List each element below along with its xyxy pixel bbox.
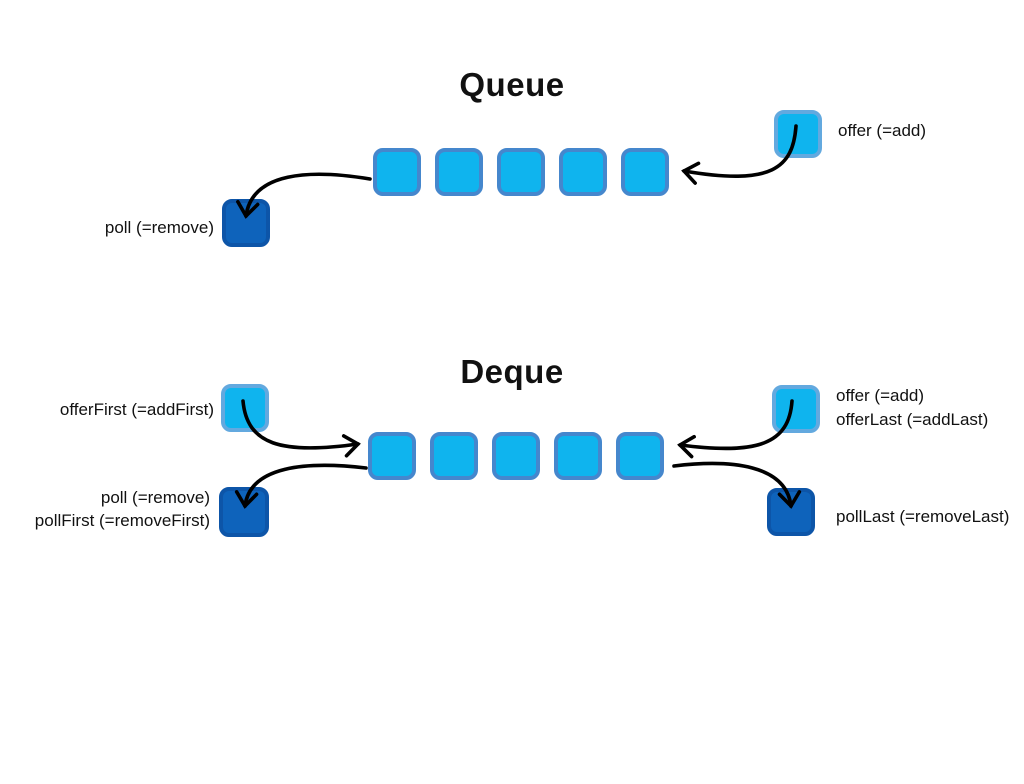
deque-poll-label-line2: pollFirst (=removeFirst) [34, 511, 210, 530]
queue-cell [497, 148, 545, 196]
deque-cell [554, 432, 602, 480]
deque-poll-first-label: poll (=remove) pollFirst (=removeFirst) [35, 486, 210, 532]
deque-cell [616, 432, 664, 480]
queue-offer-label: offer (=add) [838, 121, 927, 140]
deque-poll-first-square [219, 487, 269, 537]
deque-cell [430, 432, 478, 480]
deque-cell-row [368, 432, 664, 480]
queue-cell [621, 148, 669, 196]
deque-offer-label-line2: offerLast (=addLast) [836, 410, 989, 429]
queue-cell [373, 148, 421, 196]
queue-cell-row [373, 148, 669, 196]
deque-poll-last-label: pollLast (=removeLast) [836, 507, 1010, 526]
queue-poll-square [222, 199, 270, 247]
queue-offer-square [774, 110, 822, 158]
deque-cell [492, 432, 540, 480]
deque-poll-last-square [767, 488, 815, 536]
deque-offer-first-label: offerFirst (=addFirst) [59, 400, 214, 419]
deque-offer-last-square [772, 385, 820, 433]
queue-cell [435, 148, 483, 196]
deque-cell [368, 432, 416, 480]
deque-poll-label-line1: poll (=remove) [100, 488, 210, 507]
deque-offer-label-line1: offer (=add) [836, 386, 925, 405]
deque-offer-first-square [221, 384, 269, 432]
queue-poll-label: poll (=remove) [104, 218, 214, 237]
queue-title: Queue [459, 66, 565, 103]
deque-offer-last-label: offer (=add) offerLast (=addLast) [836, 384, 988, 432]
deque-title: Deque [460, 353, 564, 390]
queue-cell [559, 148, 607, 196]
